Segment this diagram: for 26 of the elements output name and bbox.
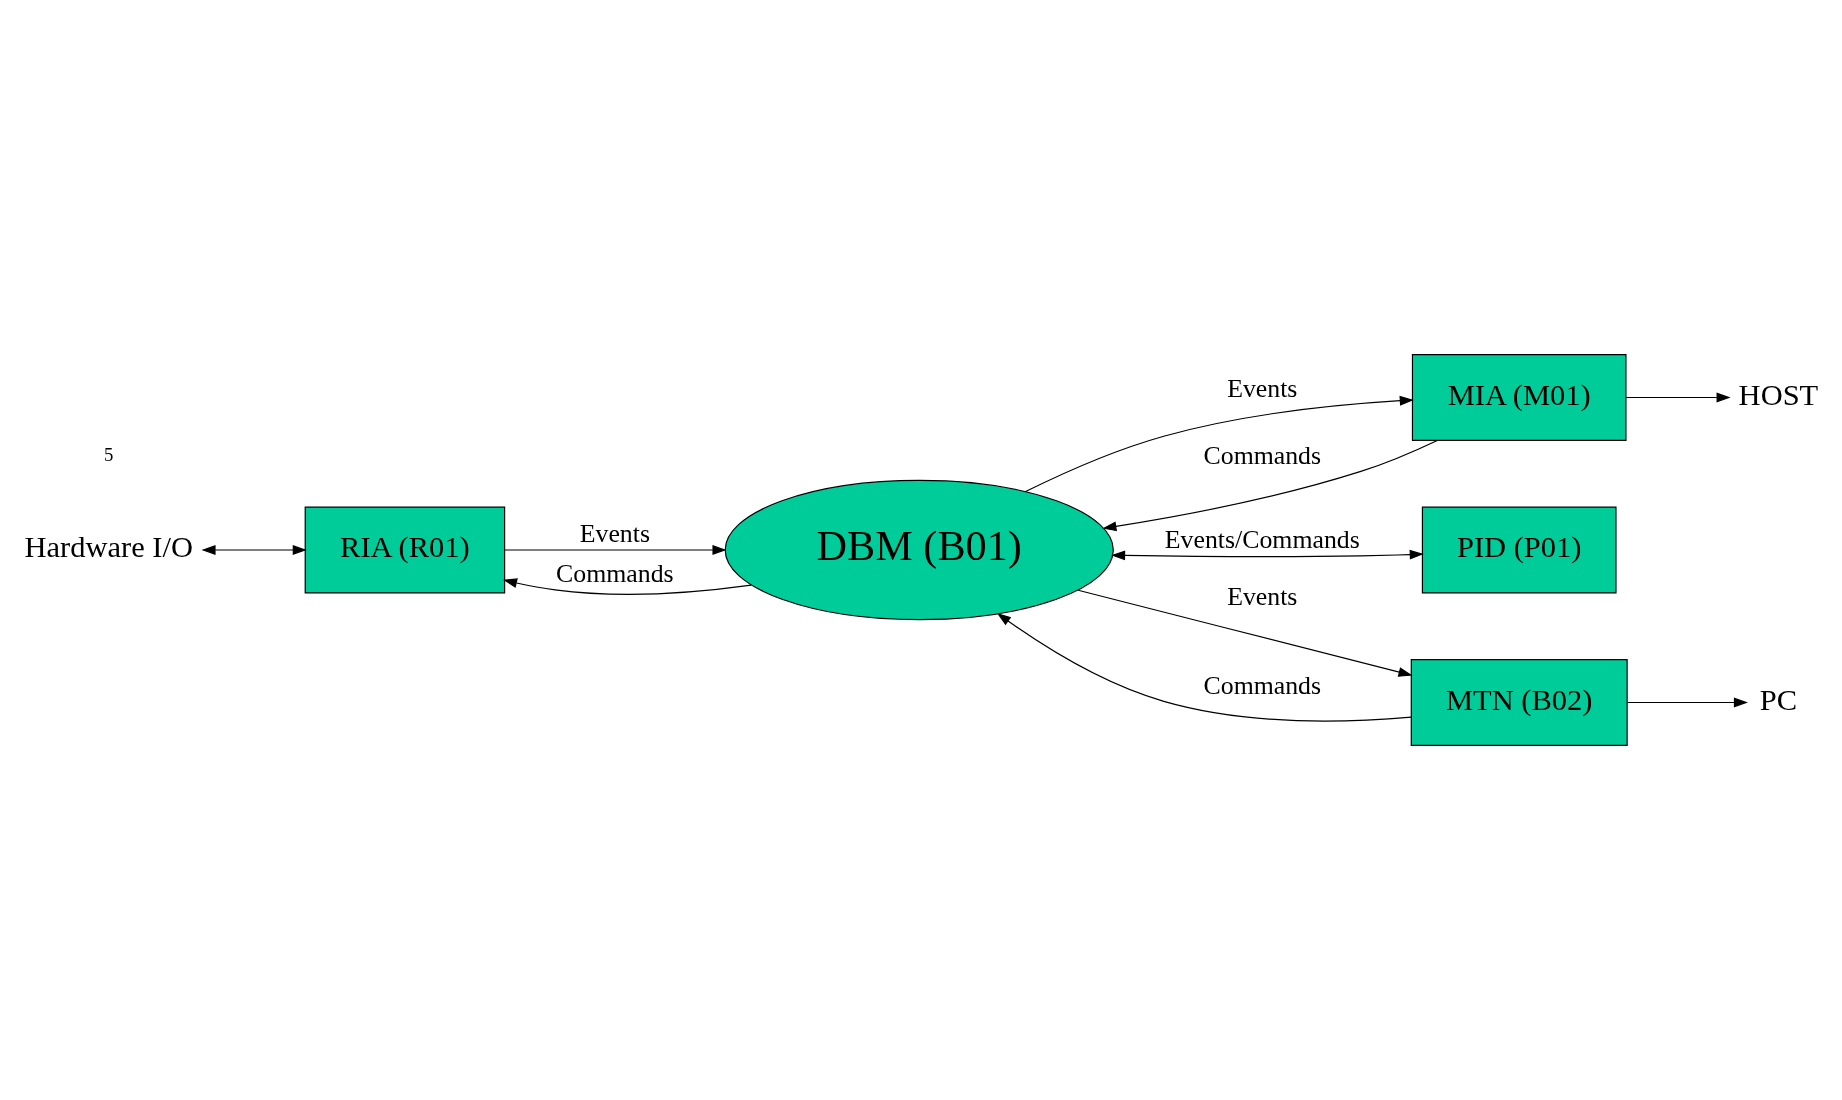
edge-label: Events bbox=[1227, 581, 1298, 611]
node-box: RIA (R01) bbox=[304, 506, 506, 594]
edge-label: Commands bbox=[1203, 440, 1322, 470]
edge-label: Events/Commands bbox=[1164, 525, 1360, 555]
node-text: PC bbox=[1759, 682, 1798, 717]
edge-label: Events bbox=[1227, 374, 1298, 404]
arrow bbox=[1025, 395, 1414, 493]
arrow bbox=[201, 545, 307, 555]
node-text: HOST bbox=[1738, 377, 1819, 412]
node-box: MTN (B02) bbox=[1410, 659, 1628, 746]
edge-label: Events bbox=[579, 519, 650, 549]
node-ellipse: DBM (B01) bbox=[724, 479, 1114, 621]
node-text: Hardware I/O bbox=[24, 530, 193, 565]
arrow bbox=[1625, 392, 1731, 403]
arrow bbox=[1626, 697, 1748, 708]
edge-label: Commands bbox=[1203, 670, 1322, 700]
arrow bbox=[1111, 549, 1424, 561]
edge-label: Commands bbox=[556, 559, 674, 589]
label: 5 bbox=[104, 443, 114, 465]
arrow bbox=[504, 545, 727, 555]
arrow bbox=[503, 578, 752, 595]
arrow bbox=[996, 613, 1412, 722]
node-box: PID (P01) bbox=[1421, 506, 1617, 594]
arrow bbox=[1077, 589, 1413, 677]
arrow bbox=[1102, 439, 1438, 532]
node-box: MIA (M01) bbox=[1411, 354, 1627, 441]
